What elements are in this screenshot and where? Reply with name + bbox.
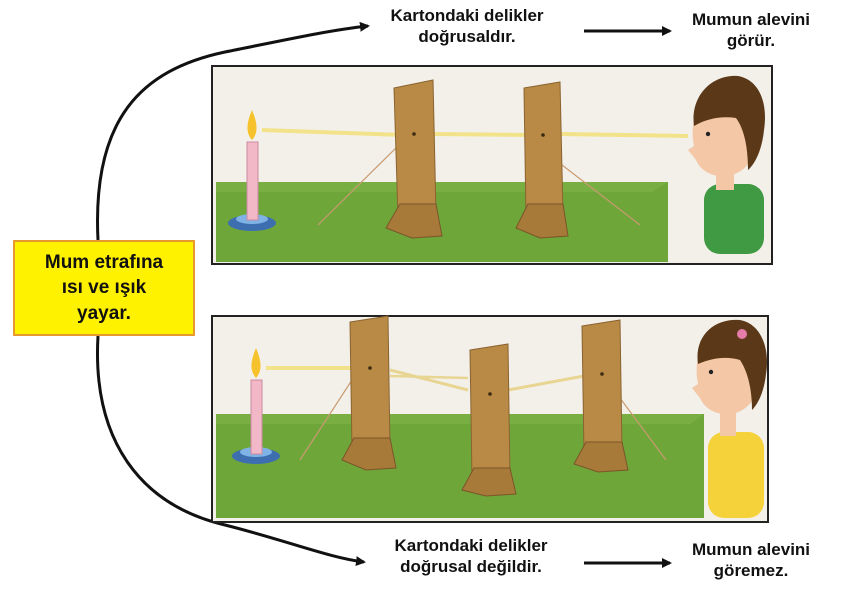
- top-panel: [211, 65, 773, 265]
- top-flame: [247, 110, 257, 140]
- top-cardboard-1: [393, 79, 437, 219]
- bottom-panel: [211, 315, 769, 523]
- bottom-cardboard-2: [469, 343, 511, 481]
- source-box: Mum etrafına ısı ve ışık yayar.: [13, 240, 195, 336]
- top-child: [688, 75, 765, 254]
- bottom-condition-line-1: Kartondaki delikler: [394, 536, 548, 555]
- bottom-light-ray-2: [389, 368, 469, 392]
- top-condition-line-1: Kartondaki delikler: [390, 6, 544, 25]
- bottom-table: [216, 414, 704, 518]
- top-condition-text: Kartondaki delikler doğrusaldır.: [372, 6, 562, 47]
- arrow-to-top-condition: [95, 21, 370, 241]
- top-candle: [246, 141, 259, 221]
- top-cardboard-2: [523, 81, 564, 219]
- top-result-line-2: görür.: [726, 30, 776, 50]
- bottom-child: [692, 319, 767, 518]
- bottom-cardboard-3: [581, 319, 623, 455]
- bottom-light-ray-4: [507, 374, 585, 392]
- bottom-result-line-2: göremez.: [713, 560, 789, 580]
- top-condition-line-2: doğrusaldır.: [418, 26, 516, 46]
- source-line-2: ısı ve ışık: [61, 277, 147, 299]
- bottom-result-line-1: Mumun alevini: [691, 540, 811, 559]
- top-light-ray-1: [261, 128, 405, 137]
- source-line-3: yayar.: [77, 302, 131, 324]
- bottom-flame: [251, 348, 261, 378]
- arrow-to-bottom-condition: [95, 335, 366, 567]
- top-light-ray-2: [431, 132, 531, 137]
- bottom-condition-line-2: doğrusal değildir.: [400, 556, 542, 576]
- bottom-result-text: Mumun alevini göremez.: [676, 540, 826, 581]
- top-light-ray-3: [559, 132, 689, 138]
- bottom-cardboard-1: [349, 315, 391, 451]
- bottom-candle: [250, 379, 263, 455]
- bottom-condition-text: Kartondaki delikler doğrusal değildir.: [366, 536, 576, 577]
- source-line-1: Mum etrafına: [44, 251, 164, 273]
- top-result-line-1: Mumun alevini: [691, 10, 811, 29]
- bottom-light-ray-3: [389, 374, 469, 380]
- top-result-text: Mumun alevini görür.: [676, 10, 826, 51]
